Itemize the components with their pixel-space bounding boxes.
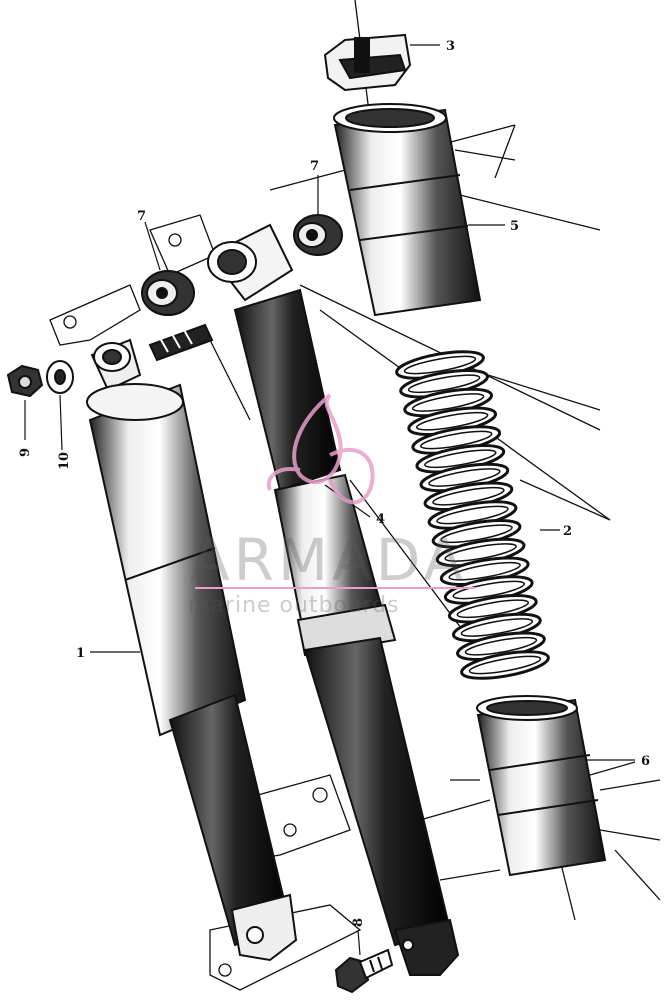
spring-coil-inner (444, 543, 517, 562)
shock-absorber-assembly-part-1 (86, 338, 298, 962)
spring-coil-inner (452, 580, 525, 600)
callout-part-6: 6 (641, 754, 650, 769)
spring-coil-inner (464, 636, 538, 656)
spring-coil-inner (468, 655, 542, 675)
callout-part-5: 5 (510, 219, 519, 234)
lower-spring-cover-part-6 (476, 695, 607, 877)
callout-part-7-left: 7 (137, 209, 146, 224)
rubber-bush-part-7-left (141, 270, 195, 316)
spring-coil-inner (436, 505, 509, 525)
damper-part-4 (207, 223, 460, 976)
spring-coil-inner (460, 618, 534, 637)
spring-coil-inner (411, 393, 485, 412)
callout-part-7-right: 7 (310, 159, 319, 174)
watermark-tagline: marine outboards (188, 593, 400, 618)
spring-pin (148, 323, 214, 362)
callout-part-10: 10 (57, 452, 72, 470)
spring-coil-inner (403, 355, 477, 375)
washer-part-10 (46, 360, 74, 394)
armada-watermark: ARMADA marine outboards (188, 393, 475, 618)
bolt-part-8 (334, 948, 394, 994)
watermark-brand: ARMADA (190, 526, 467, 594)
spring-coil-inner (424, 449, 497, 469)
spring-coil-inner (432, 486, 505, 506)
callout-part-1: 1 (76, 646, 85, 661)
callout-part-3: 3 (446, 39, 455, 54)
spring-coil-inner (407, 374, 481, 394)
spring-coil-inner (440, 524, 513, 544)
nut-part-9 (6, 364, 44, 398)
callout-part-8: 8 (351, 918, 366, 927)
spring-coil-inner (448, 561, 521, 581)
callout-part-9: 9 (18, 448, 33, 457)
spring-coil-turn (460, 650, 550, 680)
spring-coil-inner (428, 468, 501, 487)
leader-lines (24, 44, 636, 956)
rubber-bush-part-7-right (293, 214, 343, 256)
callout-part-4: 4 (376, 512, 385, 527)
spring-coil-inner (420, 430, 493, 450)
watermark-logo-icon (266, 393, 375, 505)
upper-spring-cover-part-5 (333, 103, 482, 317)
callout-labels: 3 5 7 7 4 2 1 6 8 9 10 (18, 39, 650, 927)
coil-spring-part-2 (395, 350, 550, 680)
spring-coil-inner (456, 599, 530, 619)
spring-coil-inner (415, 411, 489, 431)
upper-bushing-part-3 (323, 33, 412, 92)
callout-part-2: 2 (563, 524, 572, 539)
